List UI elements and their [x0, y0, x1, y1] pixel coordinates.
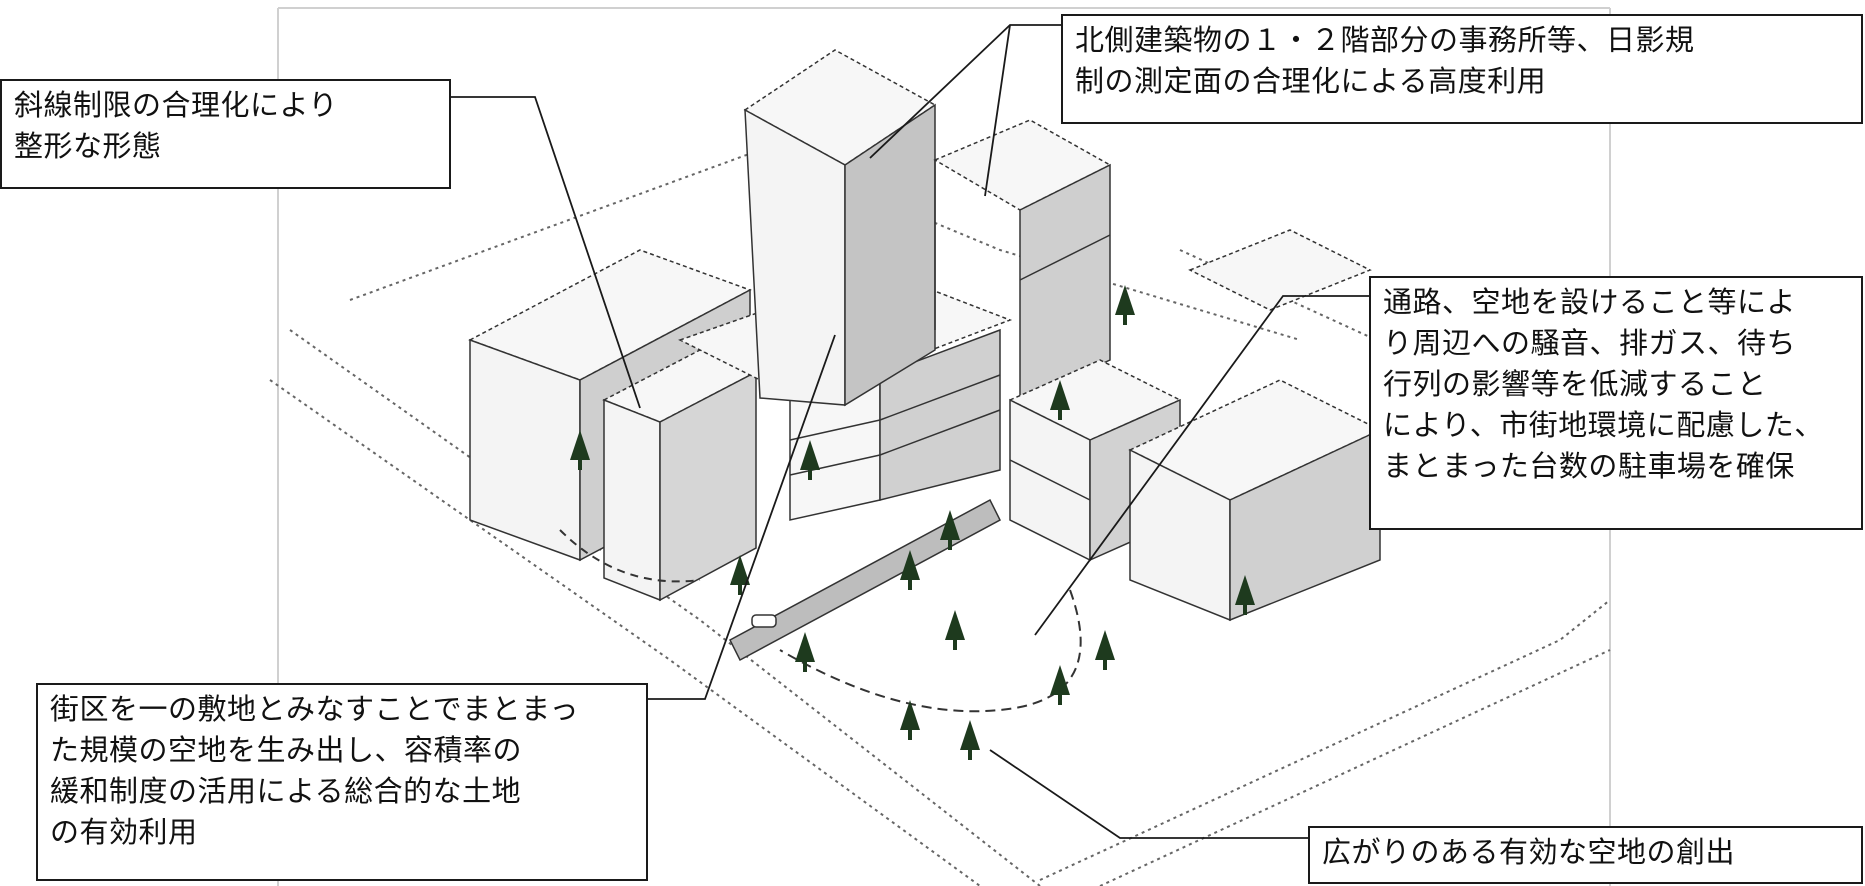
tree-12	[1050, 380, 1070, 420]
callout-block-as-site: 街区を一の敷地とみなすことでまとまっ た規模の空地を生み出し、容積率の 緩和制度…	[36, 683, 648, 881]
leader-north-2	[984, 24, 1011, 197]
tree-6	[940, 510, 960, 550]
central-tower	[743, 49, 937, 407]
tree-5	[900, 550, 920, 590]
north-building	[933, 119, 1112, 402]
callout-parking: 通路、空地を設けること等によ り周辺への騒音、排ガス、待ち 行列の影響等を低減す…	[1369, 276, 1863, 530]
walkway-path	[779, 589, 1082, 713]
tree-4	[795, 632, 815, 672]
tree-1	[570, 430, 590, 470]
leader-parking	[1034, 295, 1369, 636]
tree-2	[800, 440, 820, 480]
trees	[570, 285, 1255, 760]
podium-street-wall	[729, 498, 1001, 662]
tree-10	[900, 700, 920, 740]
leader-block	[648, 334, 836, 700]
tree-13	[1115, 285, 1135, 325]
callout-north-building: 北側建築物の１・２階部分の事務所等、日影規 制の測定面の合理化による高度利用	[1061, 14, 1863, 124]
leader-openspace	[989, 749, 1308, 839]
tree-11	[960, 720, 980, 760]
side-path	[559, 529, 701, 583]
tree-8	[1050, 665, 1070, 705]
tree-14	[1235, 575, 1255, 615]
leader-lines	[451, 24, 1369, 839]
tree-9	[1095, 630, 1115, 670]
car-icon	[751, 614, 777, 628]
callout-open-space: 広がりのある有効な空地の創出	[1308, 826, 1863, 884]
left-lowrise-buildings	[468, 249, 758, 602]
right-buildings	[1128, 229, 1382, 622]
tree-7	[945, 610, 965, 650]
leader-diagonal	[451, 96, 641, 409]
callout-diagonal-line-restriction: 斜線制限の合理化により 整形な形態	[0, 79, 451, 189]
